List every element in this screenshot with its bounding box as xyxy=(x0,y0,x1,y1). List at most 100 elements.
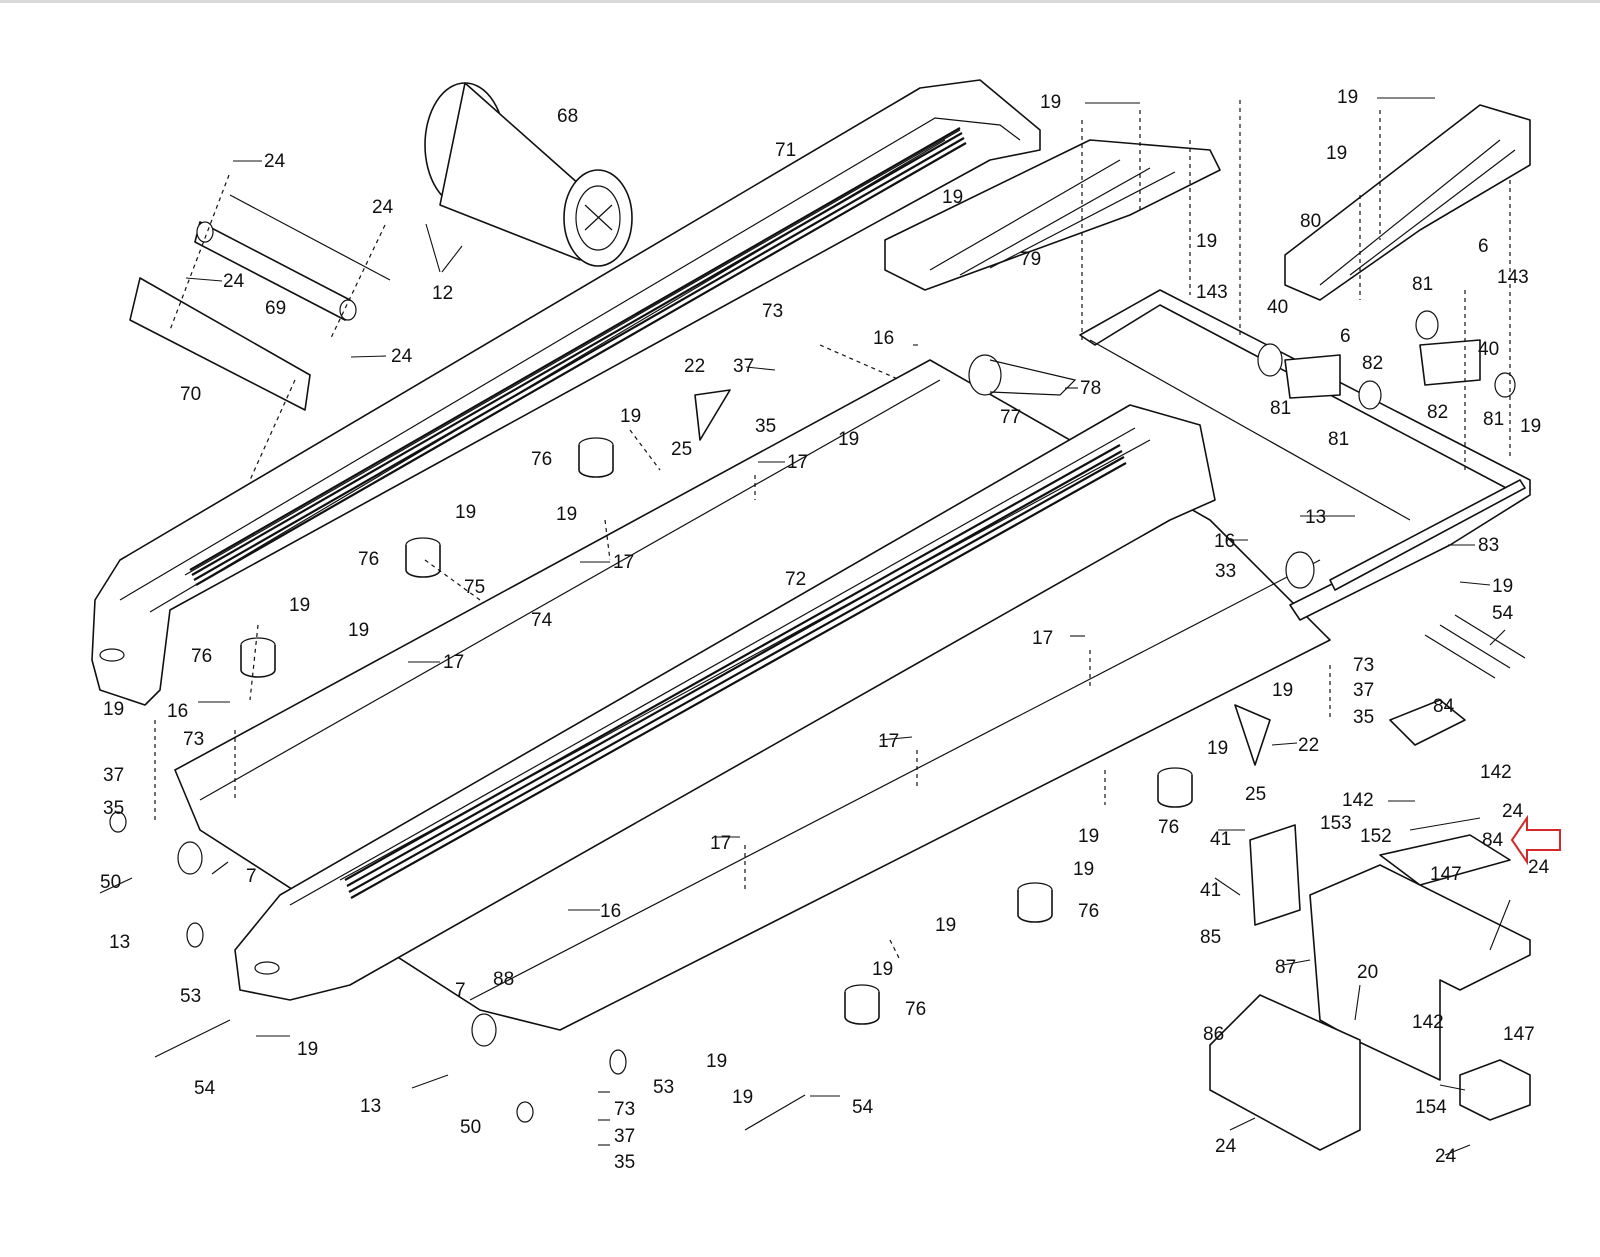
callout-35: 35 xyxy=(1353,707,1374,728)
callout-17: 17 xyxy=(443,652,464,673)
callout-24: 24 xyxy=(264,151,286,172)
callout-147: 147 xyxy=(1503,1024,1535,1045)
callout-40: 40 xyxy=(1478,339,1499,360)
callout-24: 24 xyxy=(1215,1136,1237,1157)
callout-84: 84 xyxy=(1482,830,1504,851)
callout-41: 41 xyxy=(1210,829,1231,850)
right-side-rail xyxy=(234,404,1216,1001)
callout-19: 19 xyxy=(1073,859,1094,880)
callout-53: 53 xyxy=(653,1077,674,1098)
callout-152: 152 xyxy=(1360,826,1392,847)
callout-76: 76 xyxy=(531,449,552,470)
callout-54: 54 xyxy=(1492,603,1514,624)
callout-76: 76 xyxy=(1158,817,1179,838)
callout-7: 7 xyxy=(455,980,466,1001)
foot-pads xyxy=(240,437,1193,1025)
callout-7: 7 xyxy=(246,866,257,887)
callout-153: 153 xyxy=(1320,813,1352,834)
callout-33: 33 xyxy=(1215,561,1236,582)
callout-6: 6 xyxy=(1478,236,1489,257)
callout-19: 19 xyxy=(1492,576,1513,597)
callout-76: 76 xyxy=(905,999,926,1020)
callout-25: 25 xyxy=(1245,784,1266,805)
callout-75: 75 xyxy=(464,577,485,598)
callout-16: 16 xyxy=(167,701,188,722)
callout-54: 54 xyxy=(194,1078,216,1099)
hood-bracket-left xyxy=(884,139,1221,291)
callout-19: 19 xyxy=(556,504,577,525)
callout-69: 69 xyxy=(265,298,286,319)
callout-24: 24 xyxy=(223,271,245,292)
callout-19: 19 xyxy=(1196,231,1217,252)
callout-81: 81 xyxy=(1483,409,1504,430)
callout-41: 41 xyxy=(1200,880,1221,901)
hood-bracket-right xyxy=(1284,104,1531,301)
callout-17: 17 xyxy=(787,452,808,473)
callout-19: 19 xyxy=(1272,680,1293,701)
callout-24: 24 xyxy=(1435,1146,1457,1167)
callout-19: 19 xyxy=(942,187,963,208)
callout-16: 16 xyxy=(873,328,894,349)
callout-83: 83 xyxy=(1478,535,1499,556)
callout-81: 81 xyxy=(1328,429,1349,450)
callout-13: 13 xyxy=(109,932,130,953)
callout-labels: 24 24 24 24 69 70 12 68 71 79 19 19 19 1… xyxy=(100,87,1550,1173)
front-roller-assembly xyxy=(129,194,391,411)
callout-19: 19 xyxy=(1040,92,1061,113)
callout-73: 73 xyxy=(614,1099,635,1120)
callout-79: 79 xyxy=(1020,249,1041,270)
callout-22: 22 xyxy=(684,356,705,377)
callout-19: 19 xyxy=(838,429,859,450)
callout-84: 84 xyxy=(1433,696,1455,717)
callout-24: 24 xyxy=(372,197,394,218)
callout-68: 68 xyxy=(557,106,578,127)
callout-12: 12 xyxy=(432,283,453,304)
callout-76: 76 xyxy=(358,549,379,570)
callout-17: 17 xyxy=(613,552,634,573)
callout-142: 142 xyxy=(1480,762,1512,783)
callout-80: 80 xyxy=(1300,211,1321,232)
callout-40: 40 xyxy=(1267,297,1288,318)
outline-arrow-left-icon xyxy=(1510,814,1561,866)
callout-19: 19 xyxy=(1520,416,1541,437)
callout-37: 37 xyxy=(103,765,124,786)
callout-37: 37 xyxy=(614,1126,635,1147)
callout-37: 37 xyxy=(1353,680,1374,701)
callout-24: 24 xyxy=(1528,857,1550,878)
callout-6: 6 xyxy=(1340,326,1351,347)
callout-147: 147 xyxy=(1430,864,1462,885)
callout-19: 19 xyxy=(348,620,369,641)
callout-16: 16 xyxy=(1214,531,1235,552)
callout-88: 88 xyxy=(493,969,514,990)
callout-143: 143 xyxy=(1196,282,1228,303)
callout-142: 142 xyxy=(1412,1012,1444,1033)
callout-19: 19 xyxy=(706,1051,727,1072)
callout-85: 85 xyxy=(1200,927,1221,948)
callout-154: 154 xyxy=(1415,1097,1447,1118)
callout-35: 35 xyxy=(755,416,776,437)
callout-76: 76 xyxy=(191,646,212,667)
callout-19: 19 xyxy=(935,915,956,936)
callout-17: 17 xyxy=(1032,628,1053,649)
callout-20: 20 xyxy=(1357,962,1378,983)
callout-72: 72 xyxy=(785,569,806,590)
cables xyxy=(154,614,1526,1131)
callout-19: 19 xyxy=(1078,826,1099,847)
callout-77: 77 xyxy=(1000,407,1021,428)
callout-81: 81 xyxy=(1270,398,1291,419)
callout-78: 78 xyxy=(1080,378,1101,399)
callout-19: 19 xyxy=(872,959,893,980)
callout-19: 19 xyxy=(1207,738,1228,759)
callout-86: 86 xyxy=(1203,1024,1224,1045)
callout-54: 54 xyxy=(852,1097,874,1118)
base-frame xyxy=(1079,289,1531,621)
callout-71: 71 xyxy=(775,140,796,161)
callout-24: 24 xyxy=(391,346,413,367)
callout-143: 143 xyxy=(1497,267,1529,288)
callout-142: 142 xyxy=(1342,790,1374,811)
callout-25: 25 xyxy=(671,439,692,460)
callout-13: 13 xyxy=(1305,507,1326,528)
callout-74: 74 xyxy=(531,610,553,631)
callout-19: 19 xyxy=(1326,143,1347,164)
callout-81: 81 xyxy=(1412,274,1433,295)
